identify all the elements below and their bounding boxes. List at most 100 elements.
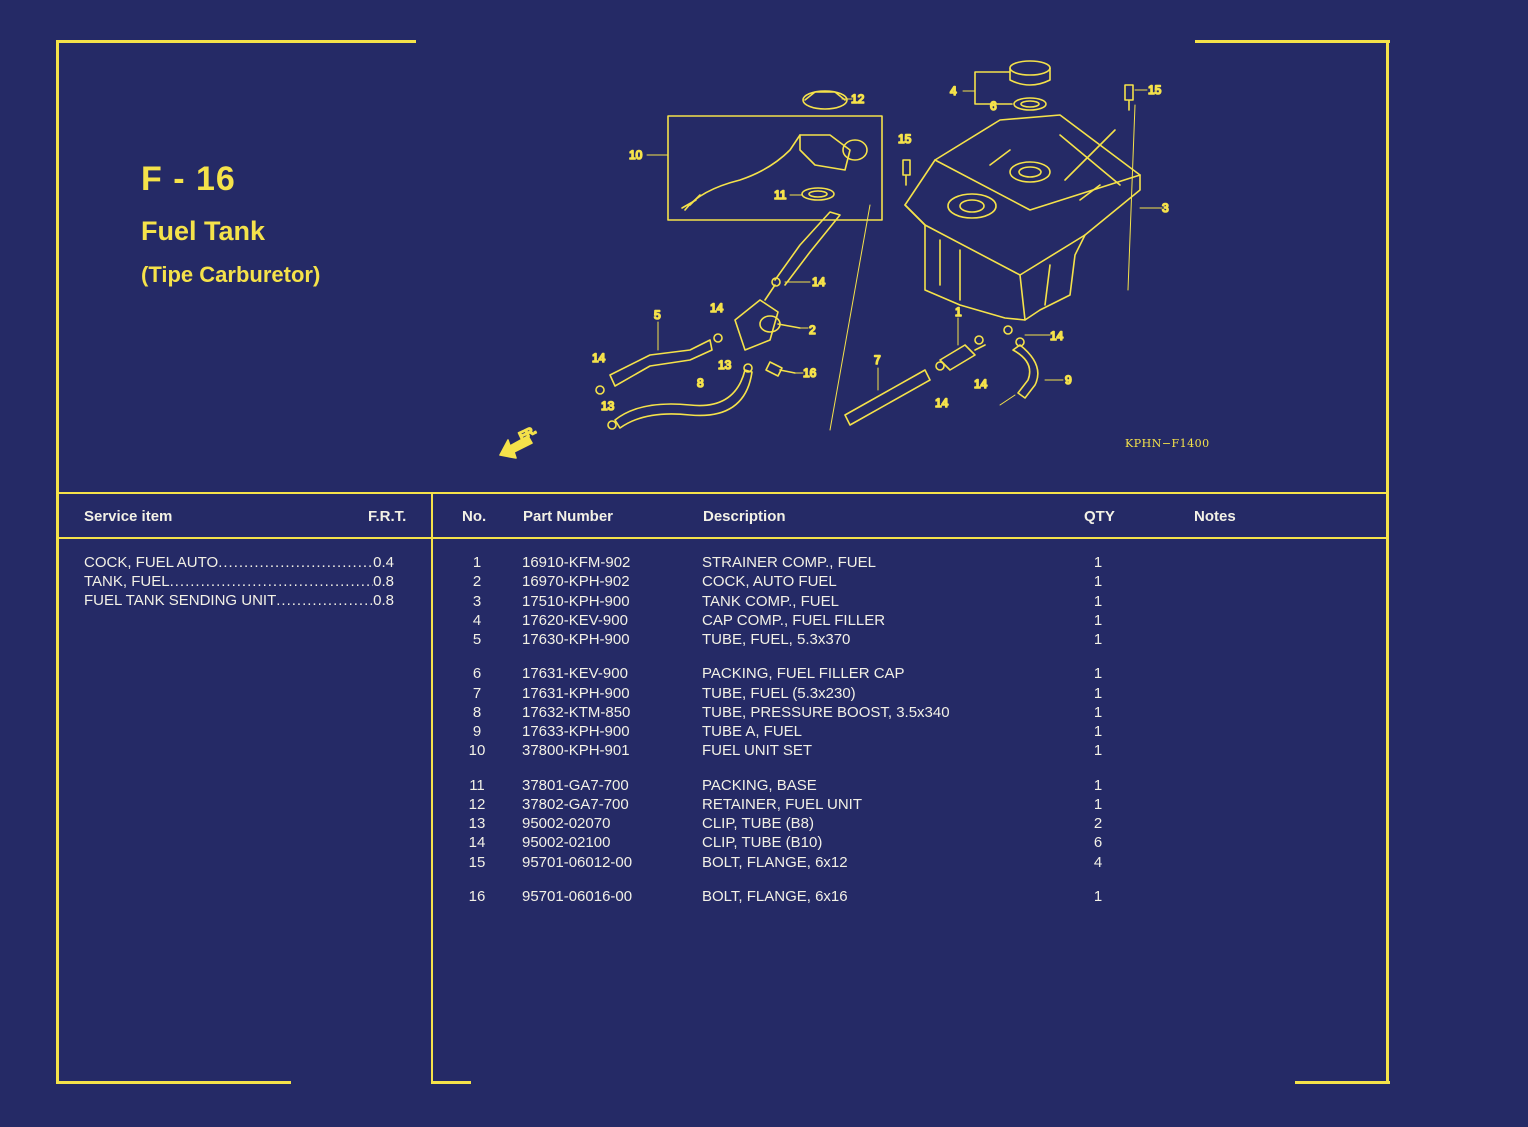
part-number: 17632-KTM-850	[522, 703, 631, 721]
callout-15b: 15	[1148, 83, 1162, 97]
part-number: 95701-06012-00	[522, 853, 633, 871]
part-number: 16970-KPH-902	[522, 573, 630, 591]
part-description: CLIP, TUBE (B8)	[702, 815, 814, 832]
part-description: TANK COMP., FUEL	[702, 592, 839, 610]
part-qty: 1	[1093, 592, 1103, 610]
part-description: FUEL UNIT SET	[702, 742, 813, 760]
callout-12: 12	[851, 92, 865, 106]
part-no: 5	[472, 631, 482, 648]
drawing-code: KPHN−F1400	[1125, 437, 1210, 450]
callout-14b: 14	[710, 301, 724, 315]
part-qty: 1	[1093, 665, 1103, 683]
part-number: 95002-02100	[522, 834, 611, 852]
no-header: No.	[462, 508, 487, 525]
part-number: 95002-02070	[522, 815, 611, 832]
part-description: BOLT, FLANGE, 6x12	[702, 853, 848, 871]
table-row: 3 17510-KPH-900 TANK COMP., FUEL 1	[460, 593, 1160, 611]
frame-bottom-right	[1295, 1081, 1390, 1084]
callout-2: 2	[809, 323, 816, 337]
callout-14f: 14	[935, 396, 949, 410]
part-no: 11	[469, 776, 485, 794]
callout-7: 7	[874, 353, 881, 367]
part-qty: 1	[1093, 573, 1103, 591]
page-code: F - 16	[141, 160, 236, 198]
service-item-name: TANK, FUEL	[84, 573, 170, 590]
part-description: PACKING, BASE	[702, 776, 817, 794]
table-row: 15 95701-06012-00 BOLT, FLANGE, 6x12 4	[460, 854, 1160, 872]
callout-13a: 13	[718, 358, 732, 372]
part-qty: 1	[1093, 611, 1103, 629]
part-no: 6	[472, 665, 482, 683]
part-qty: 1	[1093, 703, 1103, 721]
part-qty: 6	[1093, 834, 1103, 852]
part-description: BOLT, FLANGE, 6x16	[702, 887, 848, 905]
page-variant: (Tipe Carburetor)	[141, 262, 321, 287]
callout-11: 11	[774, 188, 787, 202]
callout-14d: 14	[1050, 329, 1064, 343]
service-item-frt: 0.4	[373, 554, 394, 571]
part-no: 10	[468, 742, 486, 760]
part-qty: 4	[1093, 853, 1103, 871]
frame-header-divider	[56, 537, 1389, 539]
part-number: 16910-KFM-902	[522, 554, 631, 571]
fuel-tank-drawing	[904, 114, 1141, 321]
part-no: 15	[468, 853, 486, 871]
part-number: 37800-KPH-901	[522, 742, 630, 760]
callout-10: 10	[629, 148, 643, 162]
qty-header: QTY	[1084, 508, 1115, 525]
part-no: 16	[468, 887, 486, 905]
part-number: 37801-GA7-700	[522, 776, 629, 794]
part-number: 17631-KPH-900	[522, 684, 630, 702]
part-description: COCK, AUTO FUEL	[702, 573, 837, 591]
part-number: 17630-KPH-900	[522, 631, 630, 648]
clips-bolts-drawing	[595, 84, 1134, 430]
part-qty: 1	[1093, 776, 1103, 794]
part-qty: 2	[1093, 815, 1103, 832]
part-no: 2	[472, 573, 482, 591]
callout-15a: 15	[898, 132, 912, 146]
part-no: 14	[468, 834, 486, 852]
fuel-cock-drawing	[734, 284, 801, 351]
part-qty: 1	[1093, 554, 1103, 571]
part-no: 4	[472, 611, 482, 629]
frame-mid-divider	[56, 492, 1389, 494]
fuel-tank-exploded-diagram: FR. 1 2 3 4 5 6 7 8 9 10 11 12 13 13 14 …	[499, 60, 1170, 459]
frame-top-right	[1195, 40, 1390, 43]
part-no: 3	[472, 592, 482, 610]
callout-6: 6	[990, 99, 997, 113]
leader-lines	[646, 89, 1163, 431]
part-number: 17510-KPH-900	[522, 592, 630, 610]
part-qty: 1	[1093, 631, 1103, 648]
part-no: 7	[472, 684, 482, 702]
part-qty: 1	[1093, 887, 1103, 905]
part-qty: 1	[1093, 684, 1103, 702]
part-no: 8	[472, 703, 482, 721]
part-description: TUBE, FUEL (5.3x230)	[702, 684, 856, 702]
front-arrow-icon	[499, 435, 533, 459]
frame-top-left	[56, 40, 416, 43]
frame-bottom-left	[56, 1081, 291, 1084]
table-row: 11 37801-GA7-700 PACKING, BASE 1	[460, 777, 1160, 795]
part-description: CLIP, TUBE (B10)	[702, 834, 823, 852]
table-row: 2 16970-KPH-902 COCK, AUTO FUEL 1	[460, 573, 1160, 591]
part-number: 37802-GA7-700	[522, 795, 629, 813]
fuel-unit-drawing	[667, 90, 883, 221]
part-description: PACKING, FUEL FILLER CAP	[702, 665, 905, 683]
service-item-header: Service item	[84, 508, 173, 525]
callout-3: 3	[1162, 201, 1169, 215]
part-qty: 1	[1093, 723, 1103, 740]
callout-13b: 13	[601, 399, 615, 413]
service-item-frt: 0.8	[373, 573, 394, 590]
callout-1: 1	[955, 305, 962, 319]
service-item-frt: 0.8	[373, 592, 394, 609]
callout-14c: 14	[592, 351, 606, 365]
